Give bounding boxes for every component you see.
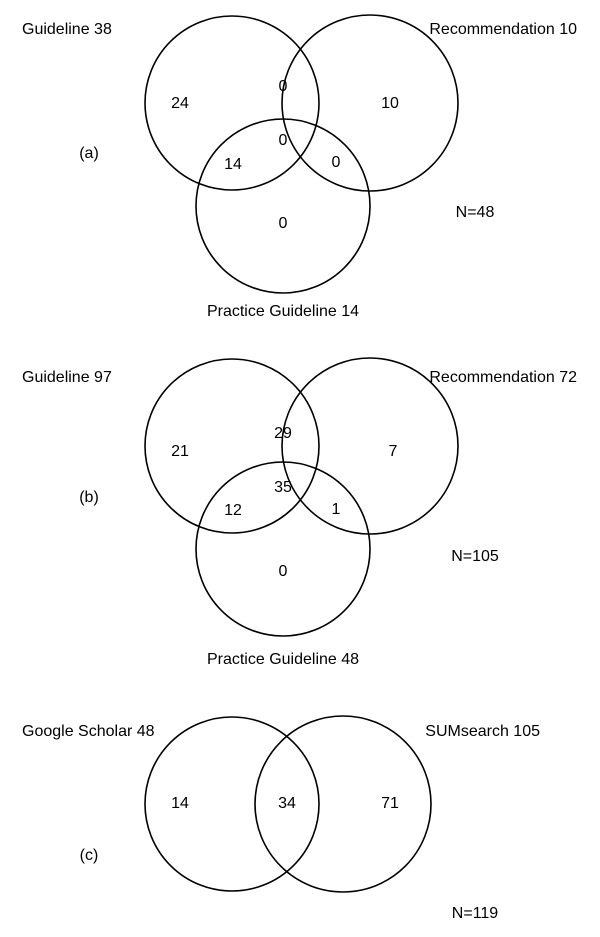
- total-count-b: N=105: [451, 548, 499, 565]
- region-guideline-only-b: 21: [171, 443, 189, 460]
- circle-practice-guideline-b: [195, 461, 371, 637]
- set-label-recommendation-a: Recommendation 10: [429, 21, 577, 38]
- circle-google-scholar-c: [144, 716, 320, 892]
- region-sumsearch-only-c: 71: [381, 795, 399, 812]
- panel-tag-a: (a): [79, 145, 99, 162]
- set-label-google-scholar-c: Google Scholar 48: [22, 723, 155, 740]
- circle-recommendation-a: [281, 14, 459, 192]
- venn-panel-c: Google Scholar 48 SUMsearch 105 14 34 71…: [22, 715, 540, 922]
- region-practice-only-a: 0: [279, 215, 288, 232]
- set-label-practice-guideline-b: Practice Guideline 48: [207, 651, 359, 668]
- region-recommendation-only-b: 7: [389, 443, 398, 460]
- region-recommendation-practice-a: 0: [332, 154, 341, 171]
- circle-recommendation-b: [281, 357, 459, 535]
- set-label-recommendation-b: Recommendation 72: [429, 369, 577, 386]
- region-recommendation-only-a: 10: [381, 95, 399, 112]
- circle-guideline-b: [144, 358, 320, 534]
- set-label-sumsearch-c: SUMsearch 105: [425, 723, 540, 740]
- region-guideline-practice-b: 12: [224, 502, 242, 519]
- circle-practice-guideline-a: [195, 118, 371, 294]
- panel-tag-b: (b): [79, 489, 99, 506]
- region-guideline-only-a: 24: [171, 95, 189, 112]
- venn-panel-b: Guideline 97 Recommendation 72 Practice …: [22, 357, 577, 668]
- region-recommendation-practice-b: 1: [332, 501, 341, 518]
- region-practice-only-b: 0: [279, 563, 288, 580]
- region-scholar-only-c: 14: [171, 795, 189, 812]
- set-label-guideline-a: Guideline 38: [22, 21, 112, 38]
- venn-panel-a: Guideline 38 Recommendation 10 Practice …: [22, 14, 577, 320]
- total-count-c: N=119: [452, 905, 499, 922]
- circle-guideline-a: [144, 15, 320, 191]
- set-label-guideline-b: Guideline 97: [22, 369, 112, 386]
- circle-sumsearch-c: [254, 715, 432, 893]
- region-guideline-recommendation-a: 0: [279, 78, 288, 95]
- region-all-three-a: 0: [279, 132, 288, 149]
- panel-tag-c: (c): [80, 847, 99, 864]
- region-guideline-practice-a: 14: [224, 156, 242, 173]
- region-guideline-recommendation-b: 29: [274, 425, 292, 442]
- region-all-three-b: 35: [274, 479, 292, 496]
- total-count-a: N=48: [456, 204, 495, 221]
- set-label-practice-guideline-a: Practice Guideline 14: [207, 303, 359, 320]
- region-both-c: 34: [278, 795, 296, 812]
